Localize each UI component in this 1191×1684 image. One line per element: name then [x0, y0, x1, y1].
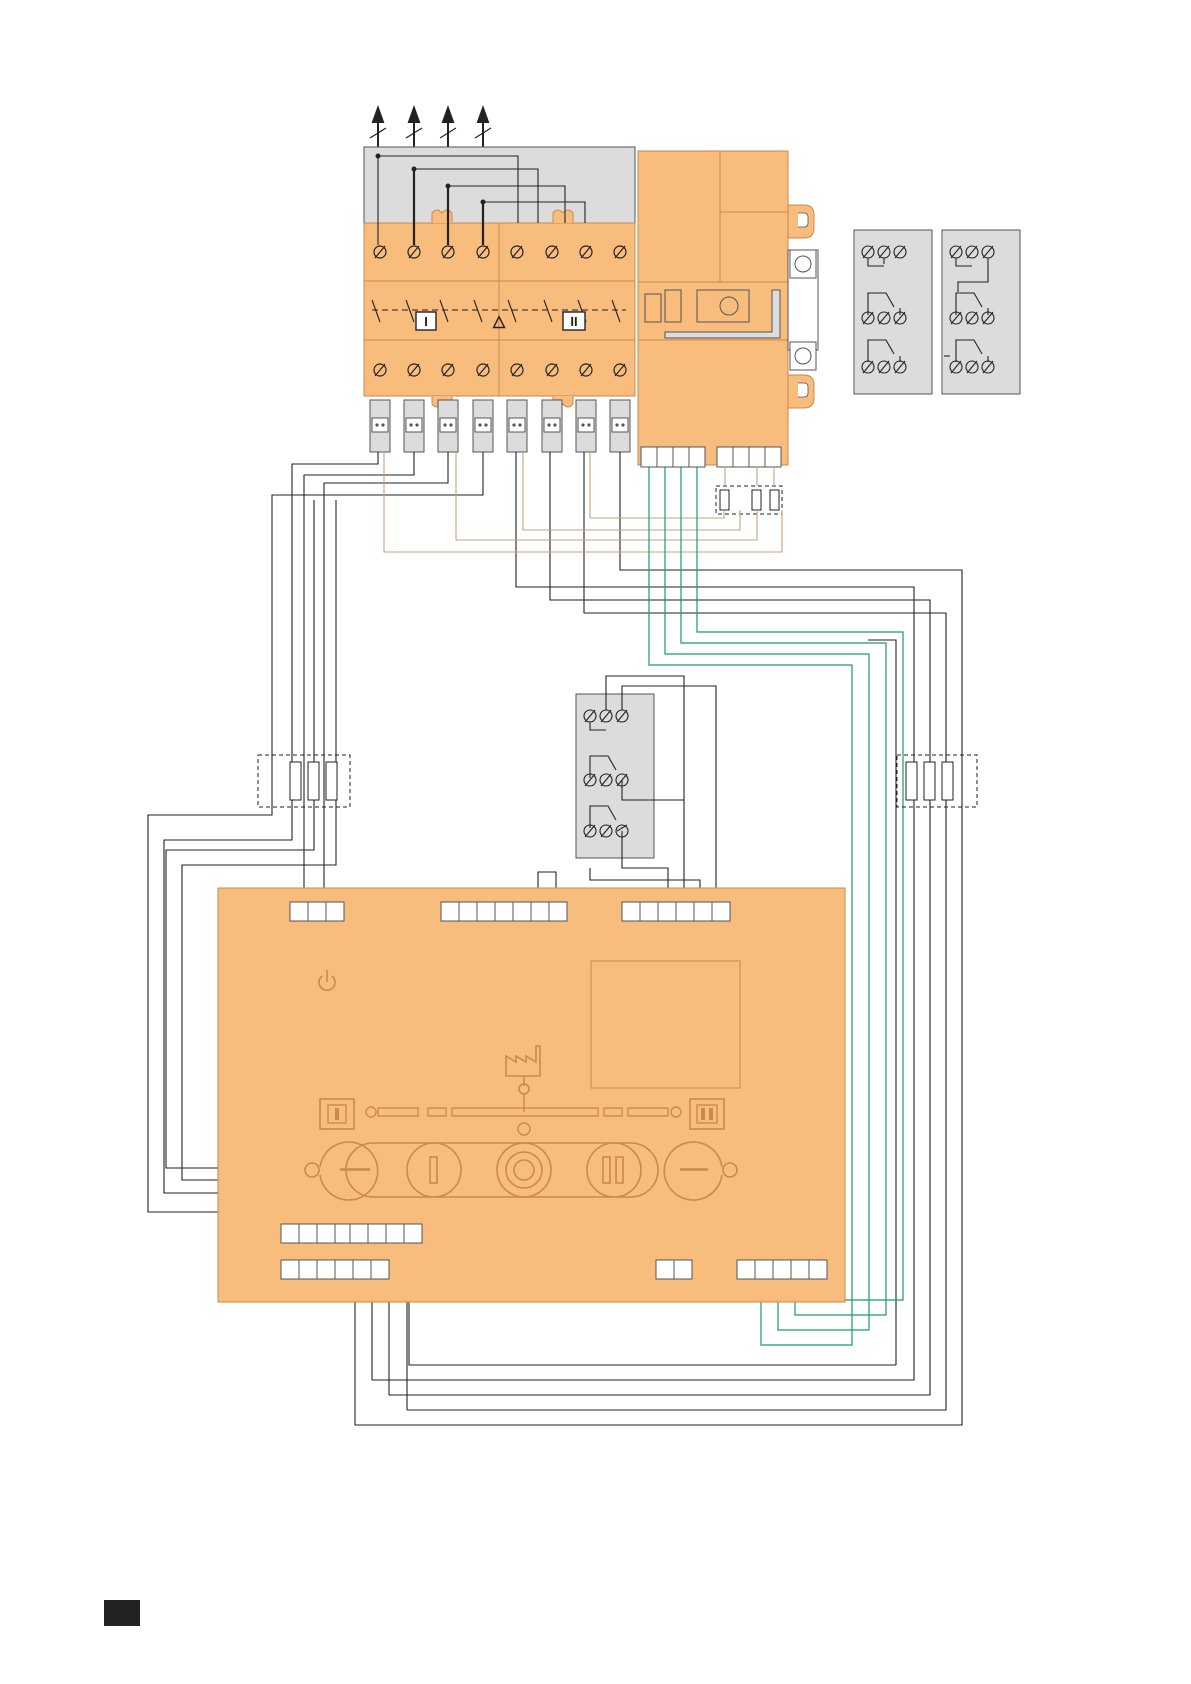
controller-panel — [218, 888, 845, 1302]
button-two[interactable] — [587, 1143, 641, 1197]
svg-text:I: I — [424, 314, 428, 329]
motor-operator-block — [638, 151, 818, 467]
fuse-holder-top — [716, 486, 782, 514]
switch-position-zero-label: △ — [492, 313, 506, 330]
switch-position-two-label: II — [563, 312, 585, 330]
svg-text:II: II — [570, 314, 577, 329]
auxiliary-contact-module-1 — [854, 230, 932, 394]
auxiliary-contact-module-3 — [576, 676, 716, 903]
page-marker — [104, 1600, 140, 1626]
switch-position-one-label: I — [416, 312, 436, 330]
transfer-switch-block: I △ II — [364, 147, 635, 452]
auxiliary-contact-module-2 — [942, 230, 1020, 394]
button-one[interactable] — [407, 1143, 461, 1197]
reset-button[interactable] — [497, 1143, 551, 1197]
svg-text:△: △ — [492, 313, 506, 330]
fuse-holder-right — [897, 755, 977, 807]
